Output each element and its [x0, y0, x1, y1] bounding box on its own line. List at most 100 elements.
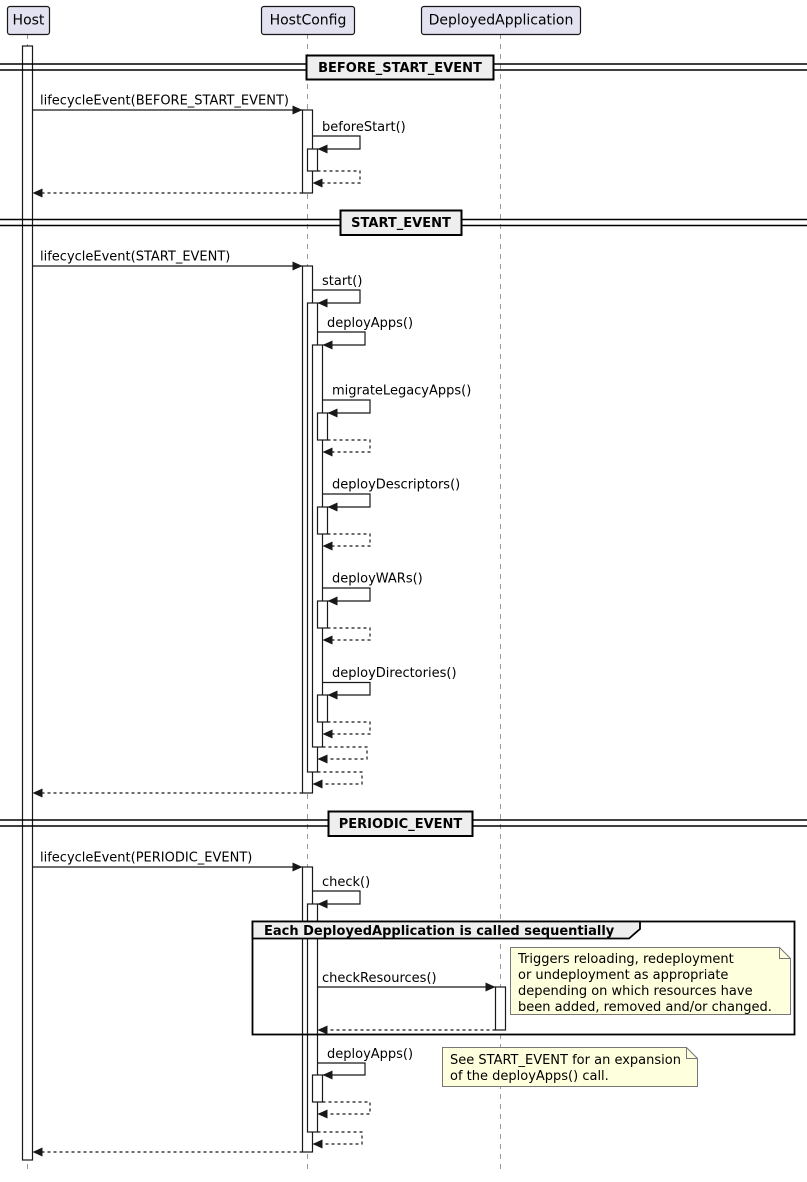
arrowhead-icon — [32, 188, 43, 198]
message-line — [322, 587, 371, 602]
message-line — [322, 681, 371, 696]
arrowhead-icon — [292, 261, 303, 271]
arrowhead-icon — [322, 635, 333, 645]
arrowhead-icon — [317, 298, 328, 308]
self-message-deployDescriptors: deployDescriptors() — [322, 478, 460, 512]
group-header — [251, 920, 641, 940]
participant-hostconfig: HostConfig — [260, 5, 356, 36]
self-message-deployApps: deployApps() — [317, 316, 413, 350]
message-label: deployWARs() — [332, 572, 423, 587]
note-line: depending on which resources have — [518, 984, 753, 999]
arrowhead-icon — [322, 1070, 333, 1080]
activation-migrateLegacyApps — [316, 412, 329, 441]
arrowhead-icon — [312, 1139, 323, 1149]
activation-check — [306, 903, 319, 1133]
divider-box — [327, 810, 474, 837]
participant-host-label: Host — [13, 13, 45, 29]
arrowhead-icon — [32, 788, 43, 798]
return-deployApps-periodic — [317, 1101, 371, 1119]
message-label: start() — [322, 274, 362, 289]
note-body — [510, 947, 791, 1015]
message-label: migrateLegacyApps() — [332, 384, 471, 399]
message-line — [317, 1062, 366, 1076]
divider-label: BEFORE_START_EVENT — [318, 61, 482, 76]
activation-checkResources — [494, 986, 507, 1031]
message-label: deployDescriptors() — [332, 478, 460, 493]
message-label: lifecycleEvent(PERIODIC_EVENT) — [40, 851, 252, 866]
message-label: lifecycleEvent(START_EVENT) — [40, 250, 230, 265]
arrowhead-icon — [327, 690, 338, 700]
divider-periodic-event: PERIODIC_EVENT — [0, 810, 807, 837]
arrowhead-icon — [322, 340, 333, 350]
return-lifecycleEvent-start — [32, 788, 303, 798]
note-fold-icon — [686, 1047, 698, 1059]
divider-label: PERIODIC_EVENT — [339, 817, 463, 832]
activation-deployDirectories — [316, 694, 329, 723]
return-deployDirectories — [322, 721, 371, 739]
participant-deployedapplication-box — [420, 5, 582, 36]
arrowhead-icon — [322, 541, 333, 551]
note-line: been added, removed and/or changed. — [518, 1000, 772, 1015]
message-label: deployApps() — [327, 316, 413, 331]
message-line — [322, 493, 371, 508]
divider-label: START_EVENT — [351, 216, 451, 231]
group-label: Each DeployedApplication is called seque… — [264, 924, 615, 939]
note-line: Triggers reloading, redeployment — [517, 952, 734, 967]
participant-deployedapplication-label: DeployedApplication — [429, 13, 574, 29]
participant-deployedapplication: DeployedApplication — [420, 5, 582, 36]
return-deployWARs — [322, 627, 371, 645]
message-line — [322, 399, 371, 414]
arrowhead-icon — [317, 899, 328, 909]
return-line — [322, 533, 371, 547]
return-line — [322, 627, 371, 641]
return-line — [322, 721, 371, 735]
arrowhead-icon — [317, 1109, 328, 1119]
note-see-start-event: See START_EVENT for an expansion of the … — [442, 1047, 698, 1087]
note-line: of the deployApps() call. — [450, 1069, 609, 1084]
arrowhead-icon — [317, 754, 328, 764]
self-message-beforeStart: beforeStart() — [312, 120, 406, 154]
arrowhead-icon — [327, 408, 338, 418]
activation-deployApps — [311, 344, 324, 748]
self-message-start: start() — [312, 274, 362, 308]
arrowhead-icon — [327, 596, 338, 606]
message-lifecycleEvent-before-start: lifecycleEvent(BEFORE_START_EVENT) — [32, 94, 303, 115]
activation-beforeStart — [306, 148, 319, 172]
message-label: lifecycleEvent(BEFORE_START_EVENT) — [40, 94, 289, 109]
return-line — [312, 170, 361, 184]
activation-deployWARs — [316, 600, 329, 629]
message-line — [312, 289, 361, 304]
message-label: deployDirectories() — [332, 666, 457, 681]
message-line — [317, 331, 366, 346]
message-label: deployApps() — [327, 1047, 413, 1062]
arrowhead-icon — [317, 1025, 328, 1035]
message-checkResources: checkResources() — [317, 971, 496, 992]
note-fold-icon — [779, 947, 791, 959]
return-deployApps — [317, 746, 368, 764]
self-message-check: check() — [312, 875, 370, 909]
arrowhead-icon — [322, 729, 333, 739]
group-sequential: Each DeployedApplication is called seque… — [251, 920, 796, 1036]
return-line — [322, 439, 371, 453]
self-message-deployApps-periodic: deployApps() — [317, 1047, 413, 1080]
arrowhead-icon — [322, 447, 333, 457]
divider-before-start-event: BEFORE_START_EVENT — [0, 54, 807, 81]
return-lifecycleEvent-before-start — [32, 188, 303, 198]
participant-host: Host — [6, 5, 51, 36]
arrowhead-icon — [327, 502, 338, 512]
participant-host-box — [6, 5, 51, 36]
return-lifecycleEvent-periodic — [32, 1147, 303, 1157]
return-start — [312, 771, 363, 789]
arrowhead-icon — [32, 1147, 43, 1157]
arrowhead-icon — [485, 982, 496, 992]
return-line — [312, 1131, 363, 1145]
return-check — [312, 1131, 363, 1149]
arrowhead-icon — [317, 144, 328, 154]
return-migrateLegacyApps — [322, 439, 371, 457]
arrowhead-icon — [292, 105, 303, 115]
self-message-deployWARs: deployWARs() — [322, 572, 423, 606]
arrowhead-icon — [292, 862, 303, 872]
return-checkResources — [317, 1025, 496, 1035]
